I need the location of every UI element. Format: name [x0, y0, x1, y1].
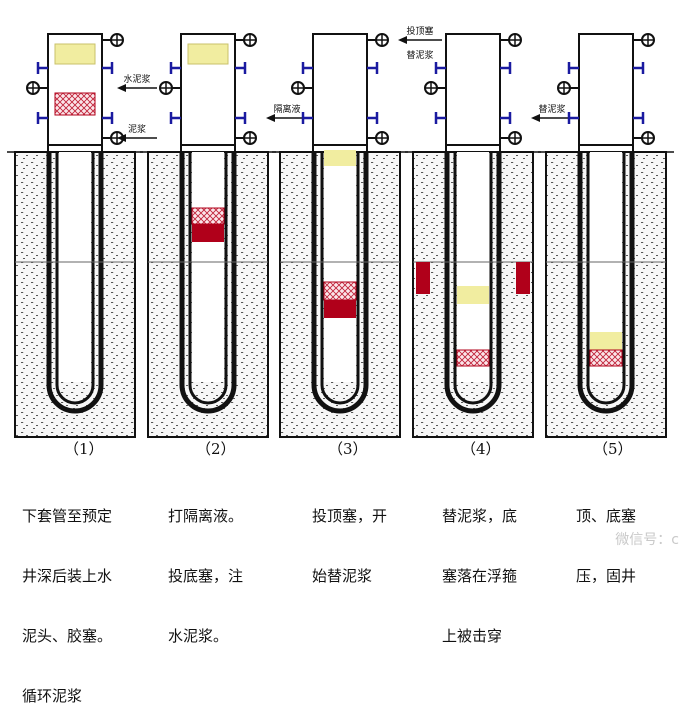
cement-slurry-left [416, 262, 430, 294]
casing-inner [188, 152, 228, 405]
cementing-head [312, 33, 368, 146]
arrow-left-icon [398, 36, 407, 44]
stage-5 [538, 33, 674, 438]
arrow-left-icon [266, 114, 275, 122]
casing-bore [324, 152, 356, 382]
top-plug [54, 43, 96, 65]
top-plug [187, 43, 229, 65]
flow-label-cement: 水泥浆 [123, 73, 150, 85]
casing-bore [457, 152, 489, 382]
caption-5-line-2: 压，固井 [576, 567, 637, 585]
caption-5-line-1: 顶、底塞 [576, 507, 637, 525]
casing-outer [179, 152, 237, 414]
caption-1-line-2: 井深后装上水 [22, 567, 113, 585]
watermark: 微信号：c [615, 532, 679, 548]
caption-4-line-2: 塞落在浮箍 [442, 567, 518, 585]
top-plug [324, 150, 356, 166]
stage-4: 替泥浆 [405, 33, 573, 438]
caption-3-line-2: 始替泥浆 [312, 567, 373, 585]
spacer-fluid [323, 281, 357, 301]
bottom-plug [324, 300, 356, 318]
caption-3-line-1: 投顶塞，开 [312, 507, 388, 525]
casing-inner [586, 152, 626, 405]
flow-label-displace: 替泥浆 [406, 49, 433, 61]
flow-label-mud: 泥浆 [128, 123, 146, 135]
caption-1-line-1: 下套管至预定 [22, 507, 113, 525]
casing-inner [55, 152, 95, 405]
caption-2: 打隔离液。 投底塞，注 水泥浆。 [168, 466, 243, 666]
top-plug [457, 286, 489, 304]
arrow-left-icon [531, 114, 540, 122]
cement-slurry-right [516, 262, 530, 294]
stage-number-4: （4） [461, 440, 501, 458]
caption-2-line-2: 投底塞，注 [168, 567, 244, 585]
stage-number-1: （1） [64, 440, 104, 458]
casing-inner [453, 152, 493, 405]
caption-4-line-1: 替泥浆，底 [442, 507, 518, 525]
casing-bore [192, 152, 224, 382]
casing-inner [320, 152, 360, 405]
caption-3: 投顶塞，开 始替泥浆 [312, 466, 387, 606]
cementing-head [445, 33, 501, 146]
spacer-fluid [191, 207, 225, 225]
caption-2-line-1: 打隔离液。 [168, 507, 244, 525]
flow-label-spacer: 隔离液 [273, 103, 300, 115]
casing-outer [46, 152, 104, 414]
caption-1-line-4: 循环泥浆 [22, 687, 83, 705]
caption-1-line-3: 泥头、胶塞。 [22, 627, 113, 645]
stage-number-3: （3） [328, 440, 368, 458]
caption-4-line-3: 上被击穿 [442, 627, 503, 645]
flow-label-top_plug: 投顶塞 [406, 25, 433, 37]
stage-2: 隔离液 [140, 33, 308, 438]
casing-outer [444, 152, 502, 414]
stage-number-5: （5） [593, 440, 633, 458]
bottom-plug [192, 224, 224, 242]
casing-outer [311, 152, 369, 414]
top-plug [590, 332, 622, 350]
bottom-plug [54, 92, 96, 116]
bottom-plug [589, 349, 623, 367]
arrow-left-icon [117, 84, 126, 92]
stage-number-2: （2） [196, 440, 236, 458]
bottom-plug-ruptured [456, 349, 490, 367]
caption-1: 下套管至预定 井深后装上水 泥头、胶塞。 循环泥浆 [22, 466, 112, 726]
caption-4: 替泥浆，底 塞落在浮箍 上被击穿 [442, 466, 517, 666]
cementing-head [578, 33, 634, 146]
arrow-left-icon [117, 134, 126, 142]
casing-bore [59, 152, 91, 382]
caption-2-line-3: 水泥浆。 [168, 627, 229, 645]
flow-label-displace2: 替泥浆 [538, 103, 565, 115]
casing-outer [577, 152, 635, 414]
